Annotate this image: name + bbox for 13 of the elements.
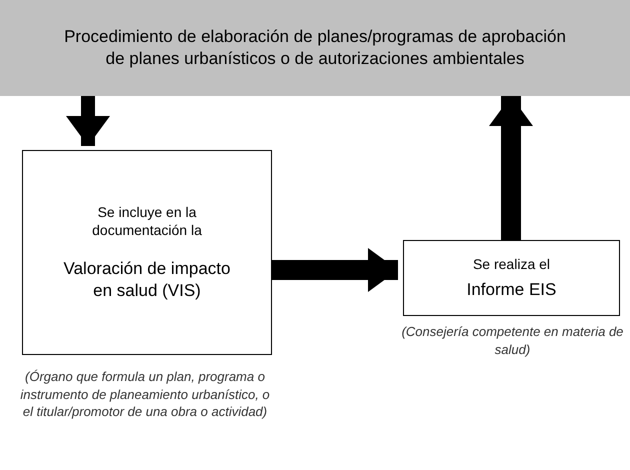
- caption-text: (Consejería competente en materia de salud): [400, 323, 624, 358]
- box-text: Se incluye en la documentación la: [91, 202, 203, 240]
- process-box: [403, 240, 620, 316]
- box-heading: Procedimiento de elaboración de planes/programas de aprobación de planes urbanísticos o de autorizaciones ambientales: [63, 26, 567, 70]
- process-band: [0, 0, 630, 96]
- caption-text: (Órgano que formula un plan, programa o instrumento de planeamiento urbanístico, o el titular/promotor de una obra o actividad): [20, 368, 270, 421]
- box-heading: Informe EIS: [466, 279, 556, 302]
- box-text: Se realiza el: [472, 254, 550, 274]
- block-arrow: [489, 96, 533, 240]
- process-box: [22, 150, 272, 355]
- block-arrow: [66, 96, 110, 146]
- box-heading: Valoración de impacto en salud (VIS): [62, 258, 232, 302]
- block-arrow: [272, 248, 398, 292]
